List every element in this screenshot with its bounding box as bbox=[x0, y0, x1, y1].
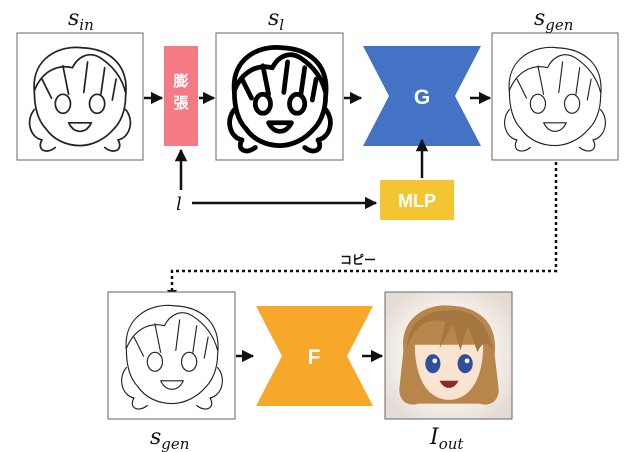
s-gen-top-label: sgen bbox=[534, 6, 573, 34]
generator-label: G bbox=[414, 86, 430, 109]
s-in-panel bbox=[16, 32, 144, 161]
i-out-image bbox=[399, 305, 499, 405]
mlp-box bbox=[380, 180, 454, 220]
copy-label: コピー bbox=[340, 253, 376, 267]
final-shape bbox=[256, 306, 373, 406]
s-in-label: sin bbox=[68, 6, 94, 34]
mlp-label: MLP bbox=[398, 191, 436, 211]
l-label: l bbox=[176, 194, 182, 215]
s-gen-bottom-label: sgen bbox=[150, 425, 189, 452]
dilate-label-2: 張 bbox=[173, 94, 189, 112]
dilate-label-1: 膨 bbox=[173, 72, 188, 90]
final-label: F bbox=[308, 346, 321, 369]
s-gen-top-panel bbox=[491, 32, 619, 161]
dilate-box bbox=[164, 46, 198, 146]
s-gen-bottom-panel bbox=[107, 291, 236, 420]
s-l-label: sl bbox=[268, 6, 284, 34]
i-out-label: Iout bbox=[429, 425, 464, 452]
generator-shape bbox=[363, 46, 481, 146]
copy-dotted-path bbox=[170, 162, 558, 290]
